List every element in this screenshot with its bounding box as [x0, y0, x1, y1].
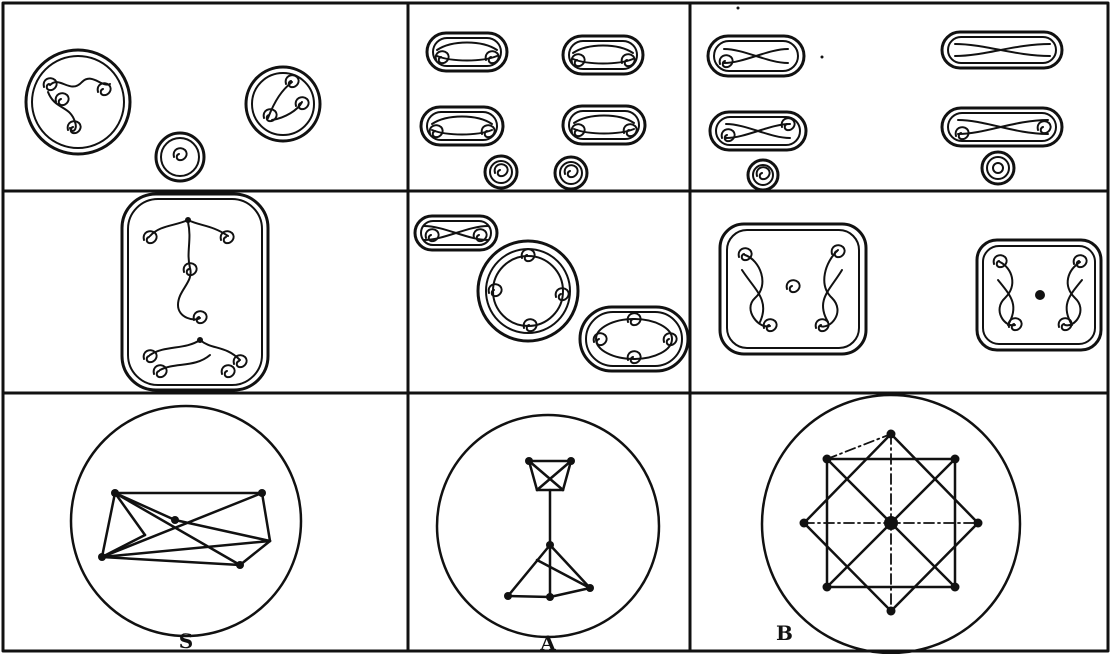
- panel-r3c3: B: [762, 395, 1020, 653]
- pill-cell: [942, 32, 1062, 68]
- pill-cell: [563, 36, 643, 74]
- pill-cell: [415, 216, 497, 250]
- small-cell: [485, 156, 517, 188]
- pill-cell: [563, 106, 645, 144]
- square-cell-left: [720, 224, 866, 354]
- panel-r3c1: S: [71, 406, 301, 653]
- panel-r2c3: [720, 224, 1101, 354]
- panel-r2c1: [122, 194, 268, 390]
- panel-label-b: B: [776, 621, 793, 645]
- small-cell: [555, 157, 587, 189]
- pill-cell: [708, 36, 804, 76]
- panel-r2c2: [415, 216, 688, 371]
- pill-cell: [421, 107, 503, 145]
- pill-cell: [942, 108, 1062, 146]
- panel-r1c2: [421, 33, 645, 189]
- ring-cell: [478, 241, 578, 341]
- small-cell-center: [156, 133, 204, 181]
- small-cell: [748, 160, 778, 190]
- large-cell-left: [26, 50, 130, 154]
- small-cell: [982, 152, 1014, 184]
- pill-cell: [710, 112, 806, 150]
- grid-frame: [3, 3, 1108, 651]
- square-cell-right: [977, 240, 1101, 350]
- panel-label-s: S: [179, 629, 193, 653]
- panel-r3c2: A: [437, 415, 659, 654]
- pill-cell: [427, 33, 507, 71]
- panel-r1c1: [26, 50, 320, 181]
- panel-r1c3: [708, 7, 1062, 191]
- panel-label-a: A: [539, 631, 556, 654]
- large-cell-right: [246, 67, 320, 141]
- oval-cell: [580, 307, 688, 371]
